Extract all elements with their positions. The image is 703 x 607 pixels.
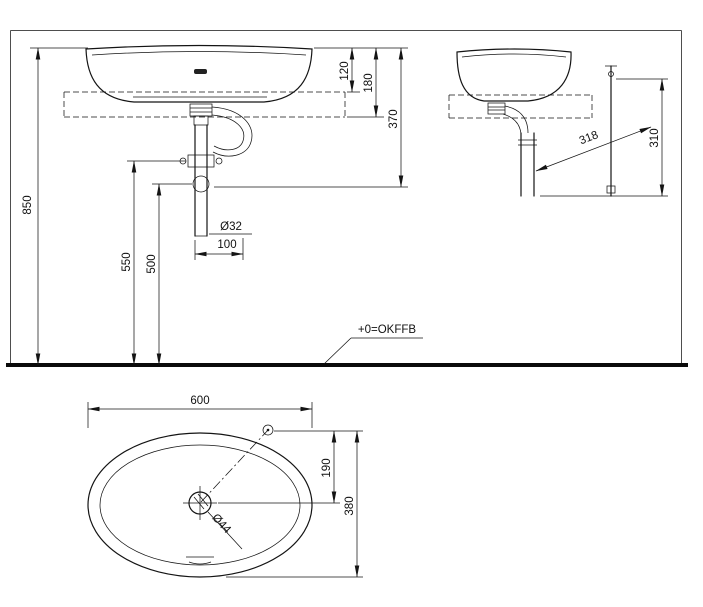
dim-310-label: 310: [649, 128, 661, 147]
front-view: [63, 44, 346, 237]
faucet-position: [262, 424, 274, 436]
mounting-plane-side: [448, 94, 593, 119]
mounting-plane-front: [63, 91, 346, 118]
dim-500-label: 500: [146, 254, 158, 273]
drain-assembly-front: [179, 103, 253, 237]
dim-318-label: 318: [578, 129, 600, 147]
dim-trap-heights: 550 500: [121, 160, 192, 366]
dim-hanger-height: 310: [540, 78, 668, 197]
dim-190-label: 190: [321, 458, 333, 477]
dim-180-label: 180: [363, 73, 375, 92]
dim-100-label: 100: [217, 239, 236, 251]
faucet-hole: [194, 69, 207, 74]
basin-outer-rim: [87, 432, 313, 578]
wall-hanger-rod: [605, 65, 617, 197]
dim-total-height: 850: [22, 47, 88, 366]
dim-plan-depths: 190 380: [218, 430, 363, 578]
dim-370-label: 370: [388, 109, 400, 128]
dim-hose-length: 318: [535, 126, 652, 172]
drain-hole-plan: [183, 428, 270, 520]
dim-44-label: Ø44: [209, 512, 233, 537]
overflow-slot: [186, 556, 214, 565]
dim-850-label: 850: [22, 195, 34, 214]
dim-380-label: 380: [344, 496, 356, 515]
side-view: [448, 48, 617, 197]
dim-basin-stack: 120 180 370: [214, 47, 408, 188]
drain-assembly-side: [487, 102, 537, 197]
dim-drain-outlet: Ø32 100: [194, 221, 252, 260]
dim-120-label: 120: [339, 61, 351, 80]
dim-drain-diameter-plan: Ø44: [207, 511, 243, 550]
floor-reference-label: +0=OKFFB: [358, 324, 416, 336]
dim-600-label: 600: [190, 395, 209, 407]
dim-pipe-diameter-label: Ø32: [220, 221, 242, 233]
basin-inner-rim: [99, 444, 301, 566]
dim-550-label: 550: [121, 252, 133, 271]
plan-view: [87, 424, 313, 578]
floor-reference: +0=OKFFB: [323, 324, 423, 365]
dim-plan-width: 600: [87, 395, 313, 428]
room-outline: [10, 30, 682, 365]
